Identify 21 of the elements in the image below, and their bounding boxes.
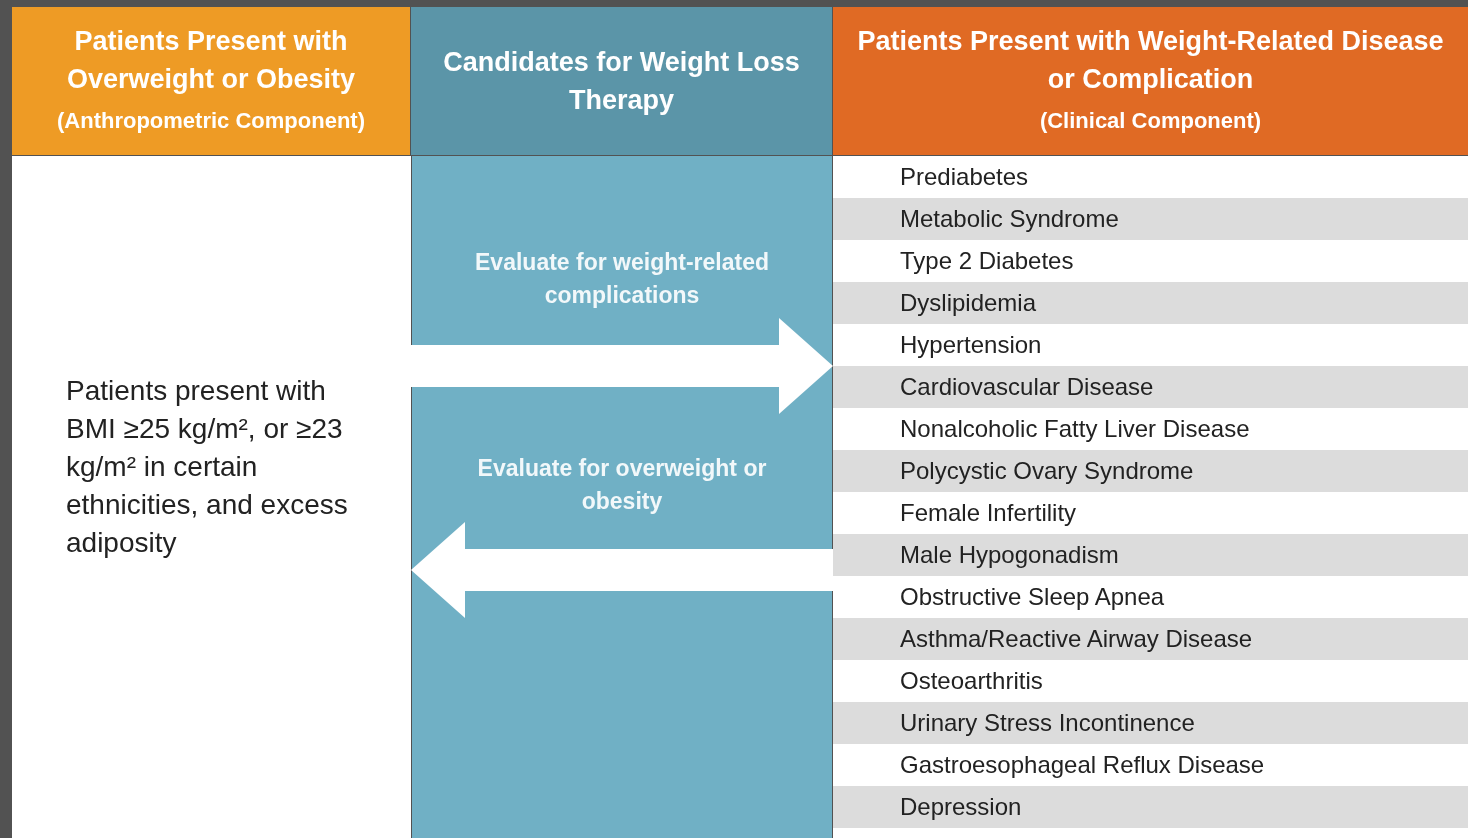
- block-arrow: [411, 522, 833, 618]
- complications-list: [833, 156, 1468, 838]
- criteria-text: Patients present with BMI ≥25 kg/m², or ≥23 kg/m² in certain ethnicities, and excess adiposity: [66, 374, 349, 560]
- list-row: Depression: [833, 786, 1468, 828]
- list-row: Urinary Stress Incontinence: [833, 702, 1468, 744]
- column-header: [12, 7, 410, 155]
- header-subtitle: (Anthropometric Component): [57, 107, 365, 135]
- list-row: Polycystic Ovary Syndrome: [833, 450, 1468, 492]
- list-row: Cardiovascular Disease: [833, 366, 1468, 408]
- header-title: Patients Present with Weight-Related Disease or Complication: [856, 25, 1445, 96]
- column-header: [411, 7, 832, 155]
- header-title: Patients Present with Overweight or Obesity: [65, 25, 357, 96]
- column-header: [833, 7, 1468, 155]
- criteria-cell: [12, 156, 411, 838]
- list-row: Asthma/Reactive Airway Disease: [833, 618, 1468, 660]
- header-title: Candidates for Weight Loss Therapy: [442, 46, 801, 117]
- list-row: Male Hypogonadism: [833, 534, 1468, 576]
- list-row: Dyslipidemia: [833, 282, 1468, 324]
- header-subtitle: (Clinical Component): [1039, 107, 1262, 135]
- list-row: Metabolic Syndrome: [833, 198, 1468, 240]
- block-arrow: [411, 318, 833, 414]
